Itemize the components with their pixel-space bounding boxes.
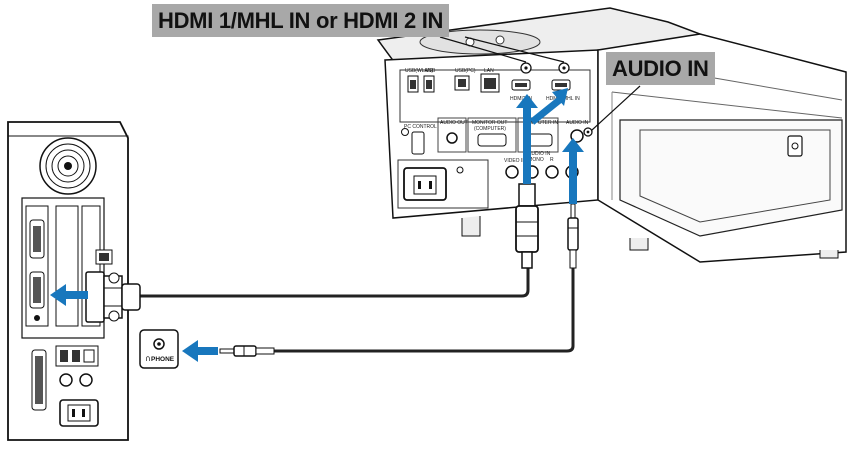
projector: USB(WLAN) USB USB(PC) LAN HDMI2 IN HDMI1… bbox=[376, 7, 847, 263]
port-label-usb: USB bbox=[425, 68, 436, 74]
port-label-monitor-out: MONITOR OUT bbox=[472, 120, 507, 126]
port-label-pc-control: PC CONTROL bbox=[404, 124, 437, 130]
pc-video-connector bbox=[85, 271, 141, 323]
port-label-r: R bbox=[550, 157, 554, 163]
audio-cable bbox=[274, 268, 575, 353]
hdmi-plug bbox=[515, 183, 539, 269]
audio-plug-pc bbox=[219, 345, 275, 357]
port-label-usb-wlan: USB(WLAN) bbox=[405, 68, 433, 74]
arrow-pc-video bbox=[50, 284, 88, 306]
arrow-pc-audio bbox=[182, 340, 218, 362]
headphone-icon: ∩ bbox=[145, 354, 151, 363]
port-label-audio-in: AUDIO IN bbox=[566, 120, 589, 126]
port-label-lan: LAN bbox=[484, 68, 494, 74]
phone-jack: ∩ PHONE bbox=[139, 329, 179, 369]
arrow-audio-up bbox=[562, 138, 584, 204]
audio-plug-projector bbox=[567, 203, 579, 269]
arrow-hdmi-diagonal bbox=[529, 88, 568, 125]
port-label-video-in: VIDEO IN bbox=[504, 158, 526, 164]
port-label-l-mono: L/MONO bbox=[524, 157, 544, 163]
port-label-computer-in: COMPUTER IN bbox=[523, 120, 558, 126]
phone-jack-label: PHONE bbox=[151, 356, 175, 363]
port-label-audio-in-lr: AUDIO IN bbox=[528, 151, 551, 157]
hdmi-cable bbox=[140, 268, 530, 298]
port-label-usb-pc: USB(PC) bbox=[455, 68, 476, 74]
computer-tower bbox=[7, 121, 129, 441]
arrow-hdmi-up bbox=[516, 94, 538, 184]
port-label-hdmi2: HDMI2 IN bbox=[510, 96, 532, 102]
port-label-computer-sub: (COMPUTER) bbox=[474, 126, 506, 132]
port-label-audio-out: AUDIO OUT bbox=[440, 120, 468, 126]
hdmi-input-callout: HDMI 1/MHL IN or HDMI 2 IN bbox=[152, 4, 450, 37]
audio-input-callout: AUDIO IN bbox=[606, 52, 715, 85]
